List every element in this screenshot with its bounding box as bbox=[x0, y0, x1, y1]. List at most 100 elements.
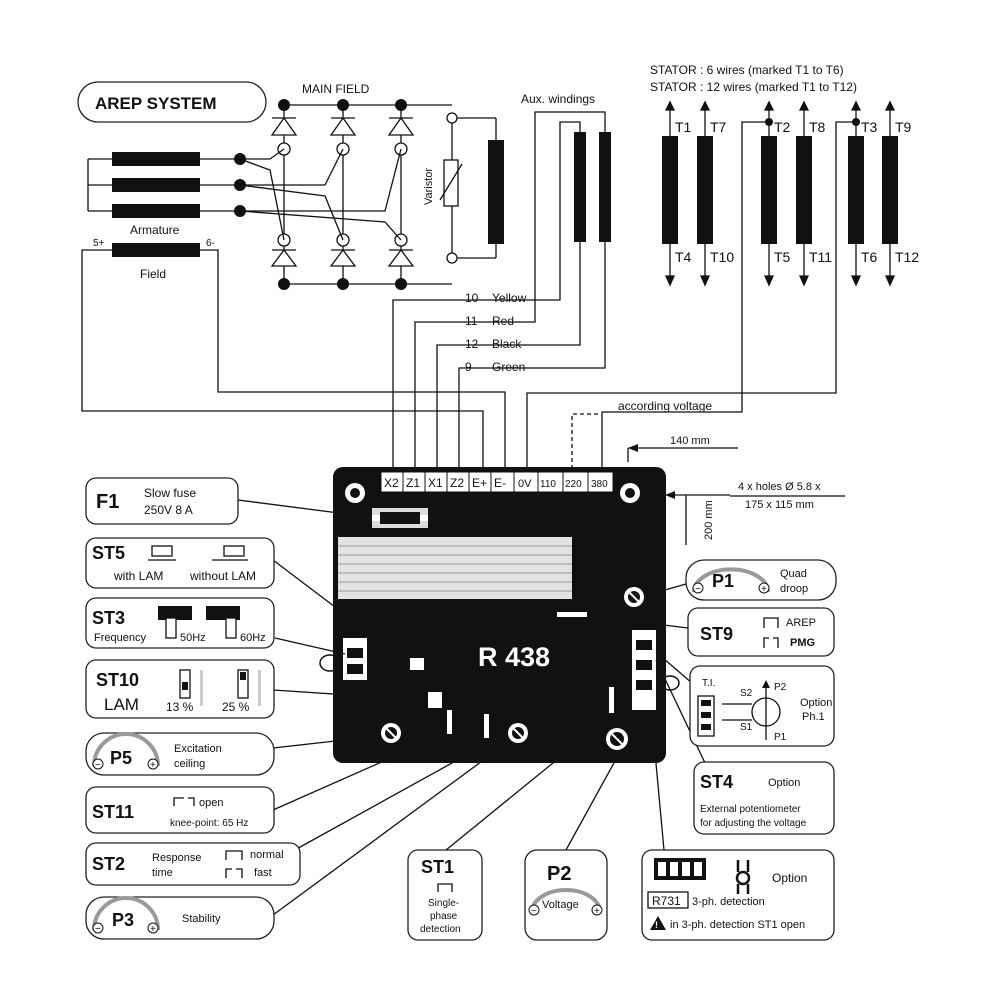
opt-label1: Option bbox=[800, 697, 832, 709]
st3-50hz: 50Hz bbox=[180, 632, 206, 644]
svg-text:380: 380 bbox=[591, 479, 608, 490]
p5-line1: Excitation bbox=[174, 743, 222, 755]
st11-knee: knee-point: 65 Hz bbox=[170, 818, 248, 829]
opt-s2: S2 bbox=[740, 688, 753, 699]
f1-callout bbox=[85, 477, 239, 525]
r731-module-icon bbox=[654, 858, 706, 880]
st2-jumper bbox=[484, 714, 489, 738]
st2-fast: fast bbox=[254, 867, 272, 879]
aux-winding-2 bbox=[599, 132, 611, 242]
st1-line3: detection bbox=[420, 924, 461, 935]
st10-jumper bbox=[428, 692, 442, 708]
svg-text:E+: E+ bbox=[472, 476, 487, 490]
svg-text:Z2: Z2 bbox=[450, 476, 464, 490]
f1-title: F1 bbox=[96, 491, 119, 513]
p2-callout bbox=[524, 849, 608, 941]
p2-knob-on-board[interactable] bbox=[606, 728, 628, 750]
st11-jumper bbox=[447, 710, 452, 734]
r731-option: Option bbox=[772, 871, 807, 885]
st10-13pct: 13 % bbox=[166, 700, 194, 714]
p2-arc-icon bbox=[530, 888, 602, 913]
st9-callout bbox=[687, 607, 835, 657]
svg-text:T11: T11 bbox=[809, 249, 832, 265]
st11-open: open bbox=[199, 797, 223, 809]
p3-arc-icon bbox=[92, 896, 160, 931]
st9-pmg: PMG bbox=[790, 637, 815, 649]
svg-text:10: 10 bbox=[465, 291, 479, 305]
heat-sink bbox=[338, 537, 572, 599]
st10-25pct: 25 % bbox=[222, 700, 250, 714]
field-label: Field bbox=[140, 267, 166, 281]
svg-text:T7: T7 bbox=[710, 119, 727, 135]
st3-60hz: 60Hz bbox=[240, 632, 266, 644]
f1-line1: Slow fuse bbox=[144, 486, 196, 500]
p2-label: Voltage bbox=[542, 899, 579, 911]
st3-frequency: Frequency bbox=[94, 632, 146, 644]
p5-plus: + bbox=[150, 760, 156, 771]
p5-title: P5 bbox=[110, 748, 132, 768]
st9-jumper bbox=[557, 612, 587, 617]
r731-tag: R731 bbox=[652, 894, 681, 908]
p1-minus: − bbox=[695, 584, 701, 595]
p2-plus: + bbox=[594, 906, 600, 917]
st3-title: ST3 bbox=[92, 608, 125, 628]
svg-text:Black: Black bbox=[492, 337, 522, 351]
p5-knob-on-board[interactable] bbox=[381, 723, 401, 743]
st9-title: ST9 bbox=[700, 624, 733, 644]
st2-normal-icon bbox=[225, 850, 243, 860]
svg-text:0V: 0V bbox=[518, 478, 532, 490]
st1-line1: Single- bbox=[428, 898, 459, 909]
wire-labels: 10 Yellow 11 Red 12 Black 9 Green bbox=[465, 291, 527, 374]
svg-text:T9: T9 bbox=[895, 119, 912, 135]
svg-text:T5: T5 bbox=[774, 249, 791, 265]
opt-label2: Ph.1 bbox=[802, 711, 825, 723]
leader-lines bbox=[237, 499, 707, 916]
svg-text:T8: T8 bbox=[809, 119, 826, 135]
st4-line2: for adjusting the voltage bbox=[700, 818, 807, 829]
opt-s1: S1 bbox=[740, 722, 753, 733]
p3-minus: − bbox=[95, 924, 101, 935]
st9-pmg-icon bbox=[763, 637, 779, 648]
svg-text:T10: T10 bbox=[710, 249, 734, 265]
svg-text:12: 12 bbox=[465, 337, 479, 351]
terminal-strip: X2 Z1 X1 Z2 E+ E- 0V 110 220 380 bbox=[380, 471, 614, 493]
svg-text:110: 110 bbox=[540, 479, 556, 490]
svg-text:E-: E- bbox=[494, 476, 506, 490]
opt-p1: P1 bbox=[774, 732, 787, 743]
r731-label: 3-ph. detection bbox=[692, 896, 765, 908]
st1-open-icon bbox=[437, 883, 453, 892]
armature-label: Armature bbox=[130, 223, 180, 237]
st2-fast-icon bbox=[225, 868, 243, 878]
field-minus-wire bbox=[200, 249, 506, 476]
f1-line2: 250V 8 A bbox=[144, 503, 193, 517]
p5-minus: − bbox=[95, 760, 101, 771]
svg-text:T1: T1 bbox=[675, 119, 692, 135]
stator-labels: T1 T7 T2 T8 T3 T9 T4 T10 T5 T11 T6 T12 bbox=[675, 119, 919, 265]
st3-jumper-icon bbox=[158, 606, 240, 639]
according-voltage-label: according voltage bbox=[618, 399, 712, 413]
p3-callout bbox=[85, 896, 275, 940]
p3-knob-on-board[interactable] bbox=[508, 723, 528, 743]
st2-callout bbox=[85, 842, 301, 886]
st2-normal: normal bbox=[250, 849, 284, 861]
dimension-marks bbox=[627, 444, 738, 545]
st1-title: ST1 bbox=[421, 857, 454, 877]
aux-wires bbox=[392, 111, 606, 476]
p3-plus: + bbox=[150, 924, 156, 935]
varistor-label: Varistor bbox=[423, 168, 435, 205]
p1-plus: + bbox=[761, 584, 767, 595]
svg-text:T6: T6 bbox=[861, 249, 878, 265]
st5-with-lam: with LAM bbox=[113, 569, 163, 583]
st9-arep: AREP bbox=[786, 617, 816, 629]
arep-title-box bbox=[77, 81, 267, 123]
st11-title: ST11 bbox=[92, 802, 134, 822]
warning-icon bbox=[650, 916, 666, 930]
p1-knob-on-board[interactable] bbox=[624, 587, 644, 607]
opt-p2: P2 bbox=[774, 682, 787, 693]
main-field-label: MAIN FIELD bbox=[302, 82, 370, 96]
diode-bridge bbox=[270, 99, 504, 290]
svg-text:X2: X2 bbox=[384, 476, 399, 490]
st1-line2: phase bbox=[430, 911, 458, 922]
p5-callout bbox=[85, 732, 275, 776]
st4-title: ST4 bbox=[700, 772, 733, 792]
